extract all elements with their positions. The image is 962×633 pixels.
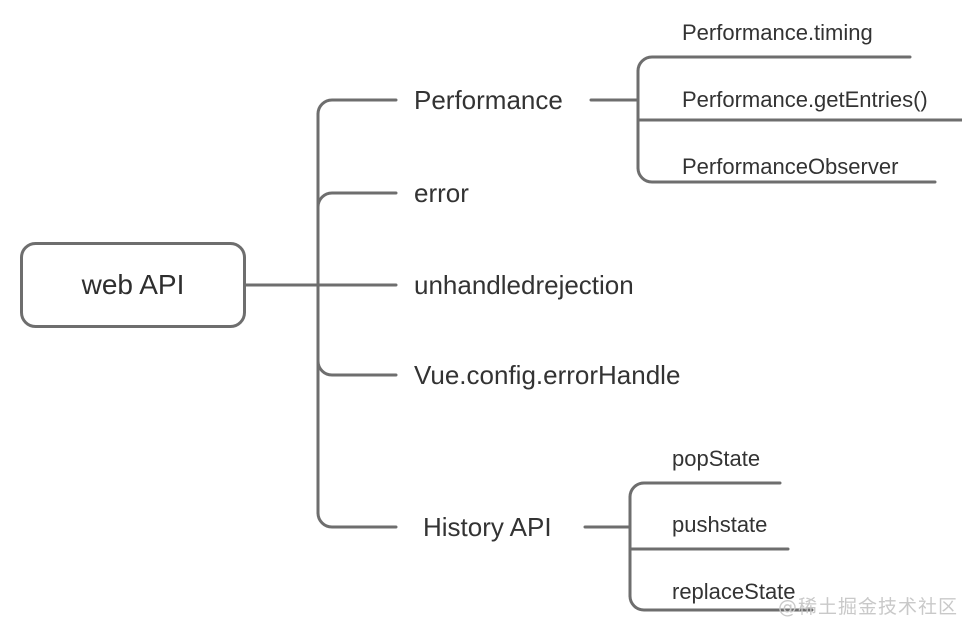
branch-label-unhandledrejection[interactable]: unhandledrejection <box>414 270 634 300</box>
watermark: @稀土掘金技术社区 <box>778 596 959 618</box>
leaf-label-popstate[interactable]: popState <box>672 446 761 471</box>
branch-label-vue-config-errorhandle[interactable]: Vue.config.errorHandle <box>414 360 681 390</box>
edge-branch-performance <box>316 98 398 116</box>
leaf-label-performanceobserver[interactable]: PerformanceObserver <box>682 154 899 179</box>
leaf-label-performance-getentries[interactable]: Performance.getEntries() <box>682 87 928 112</box>
edge-branch-vue-config-errorhandle <box>316 359 398 377</box>
edge-branch-error <box>316 191 398 209</box>
leaf-label-performance-timing[interactable]: Performance.timing <box>682 20 873 45</box>
branch-label-history-api[interactable]: History API <box>423 512 552 542</box>
root-node-label[interactable]: web API <box>81 269 185 300</box>
leaf-label-replacestate[interactable]: replaceState <box>672 579 796 604</box>
leaf-label-pushstate[interactable]: pushstate <box>672 512 768 537</box>
branch-label-error[interactable]: error <box>414 178 469 208</box>
underline-performance-timing <box>636 55 912 73</box>
underline-performanceobserver <box>636 166 937 184</box>
branch-label-performance[interactable]: Performance <box>414 85 563 115</box>
edge-branch-history-api <box>316 511 398 529</box>
underline-popstate <box>628 481 782 499</box>
underline-replacestate <box>628 594 814 612</box>
